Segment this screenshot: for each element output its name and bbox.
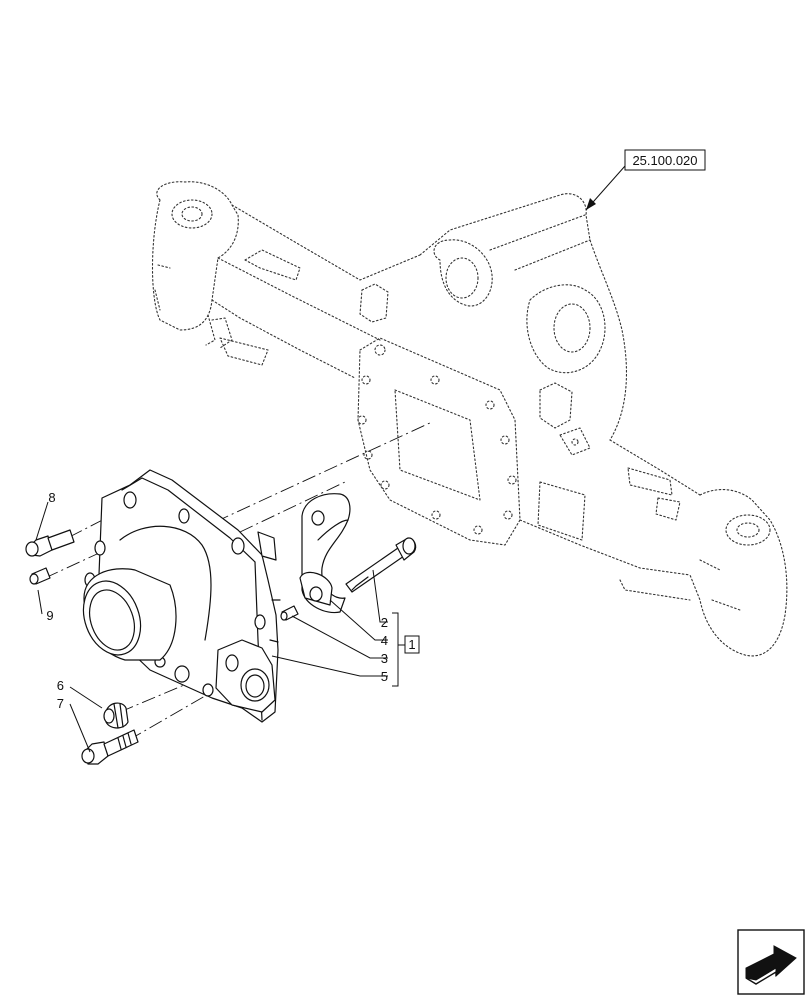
callout-7: 7	[57, 696, 64, 711]
callout-4: 4	[381, 633, 388, 648]
kit-label-box	[404, 635, 420, 654]
callout-leaders	[35, 501, 388, 753]
pin-9	[29, 567, 51, 585]
callout-8: 8	[48, 490, 55, 505]
callout-9: 9	[46, 608, 53, 623]
reference-leader-arrow	[586, 198, 596, 210]
dowel-pin-3	[280, 605, 299, 621]
callout-5: 5	[381, 669, 388, 684]
callout-3: 3	[381, 651, 388, 666]
bolt-2	[345, 537, 417, 593]
callout-6: 6	[57, 678, 64, 693]
center-line-bolt-7	[107, 691, 213, 753]
kit-label: 1	[408, 637, 415, 652]
reference-label-box	[624, 149, 706, 171]
bolt-7	[81, 729, 139, 765]
next-page-arrow-icon[interactable]	[737, 929, 805, 995]
bearing-carrier	[82, 469, 281, 723]
center-line-upper	[239, 481, 346, 533]
reference-label: 25.100.020	[632, 153, 697, 168]
bolt-8	[25, 529, 75, 557]
axle-housing-phantom	[151, 181, 788, 657]
callout-2: 2	[381, 615, 388, 630]
plug-6	[103, 702, 129, 729]
kit-bracket	[392, 612, 405, 687]
bearing-cap	[299, 493, 351, 614]
